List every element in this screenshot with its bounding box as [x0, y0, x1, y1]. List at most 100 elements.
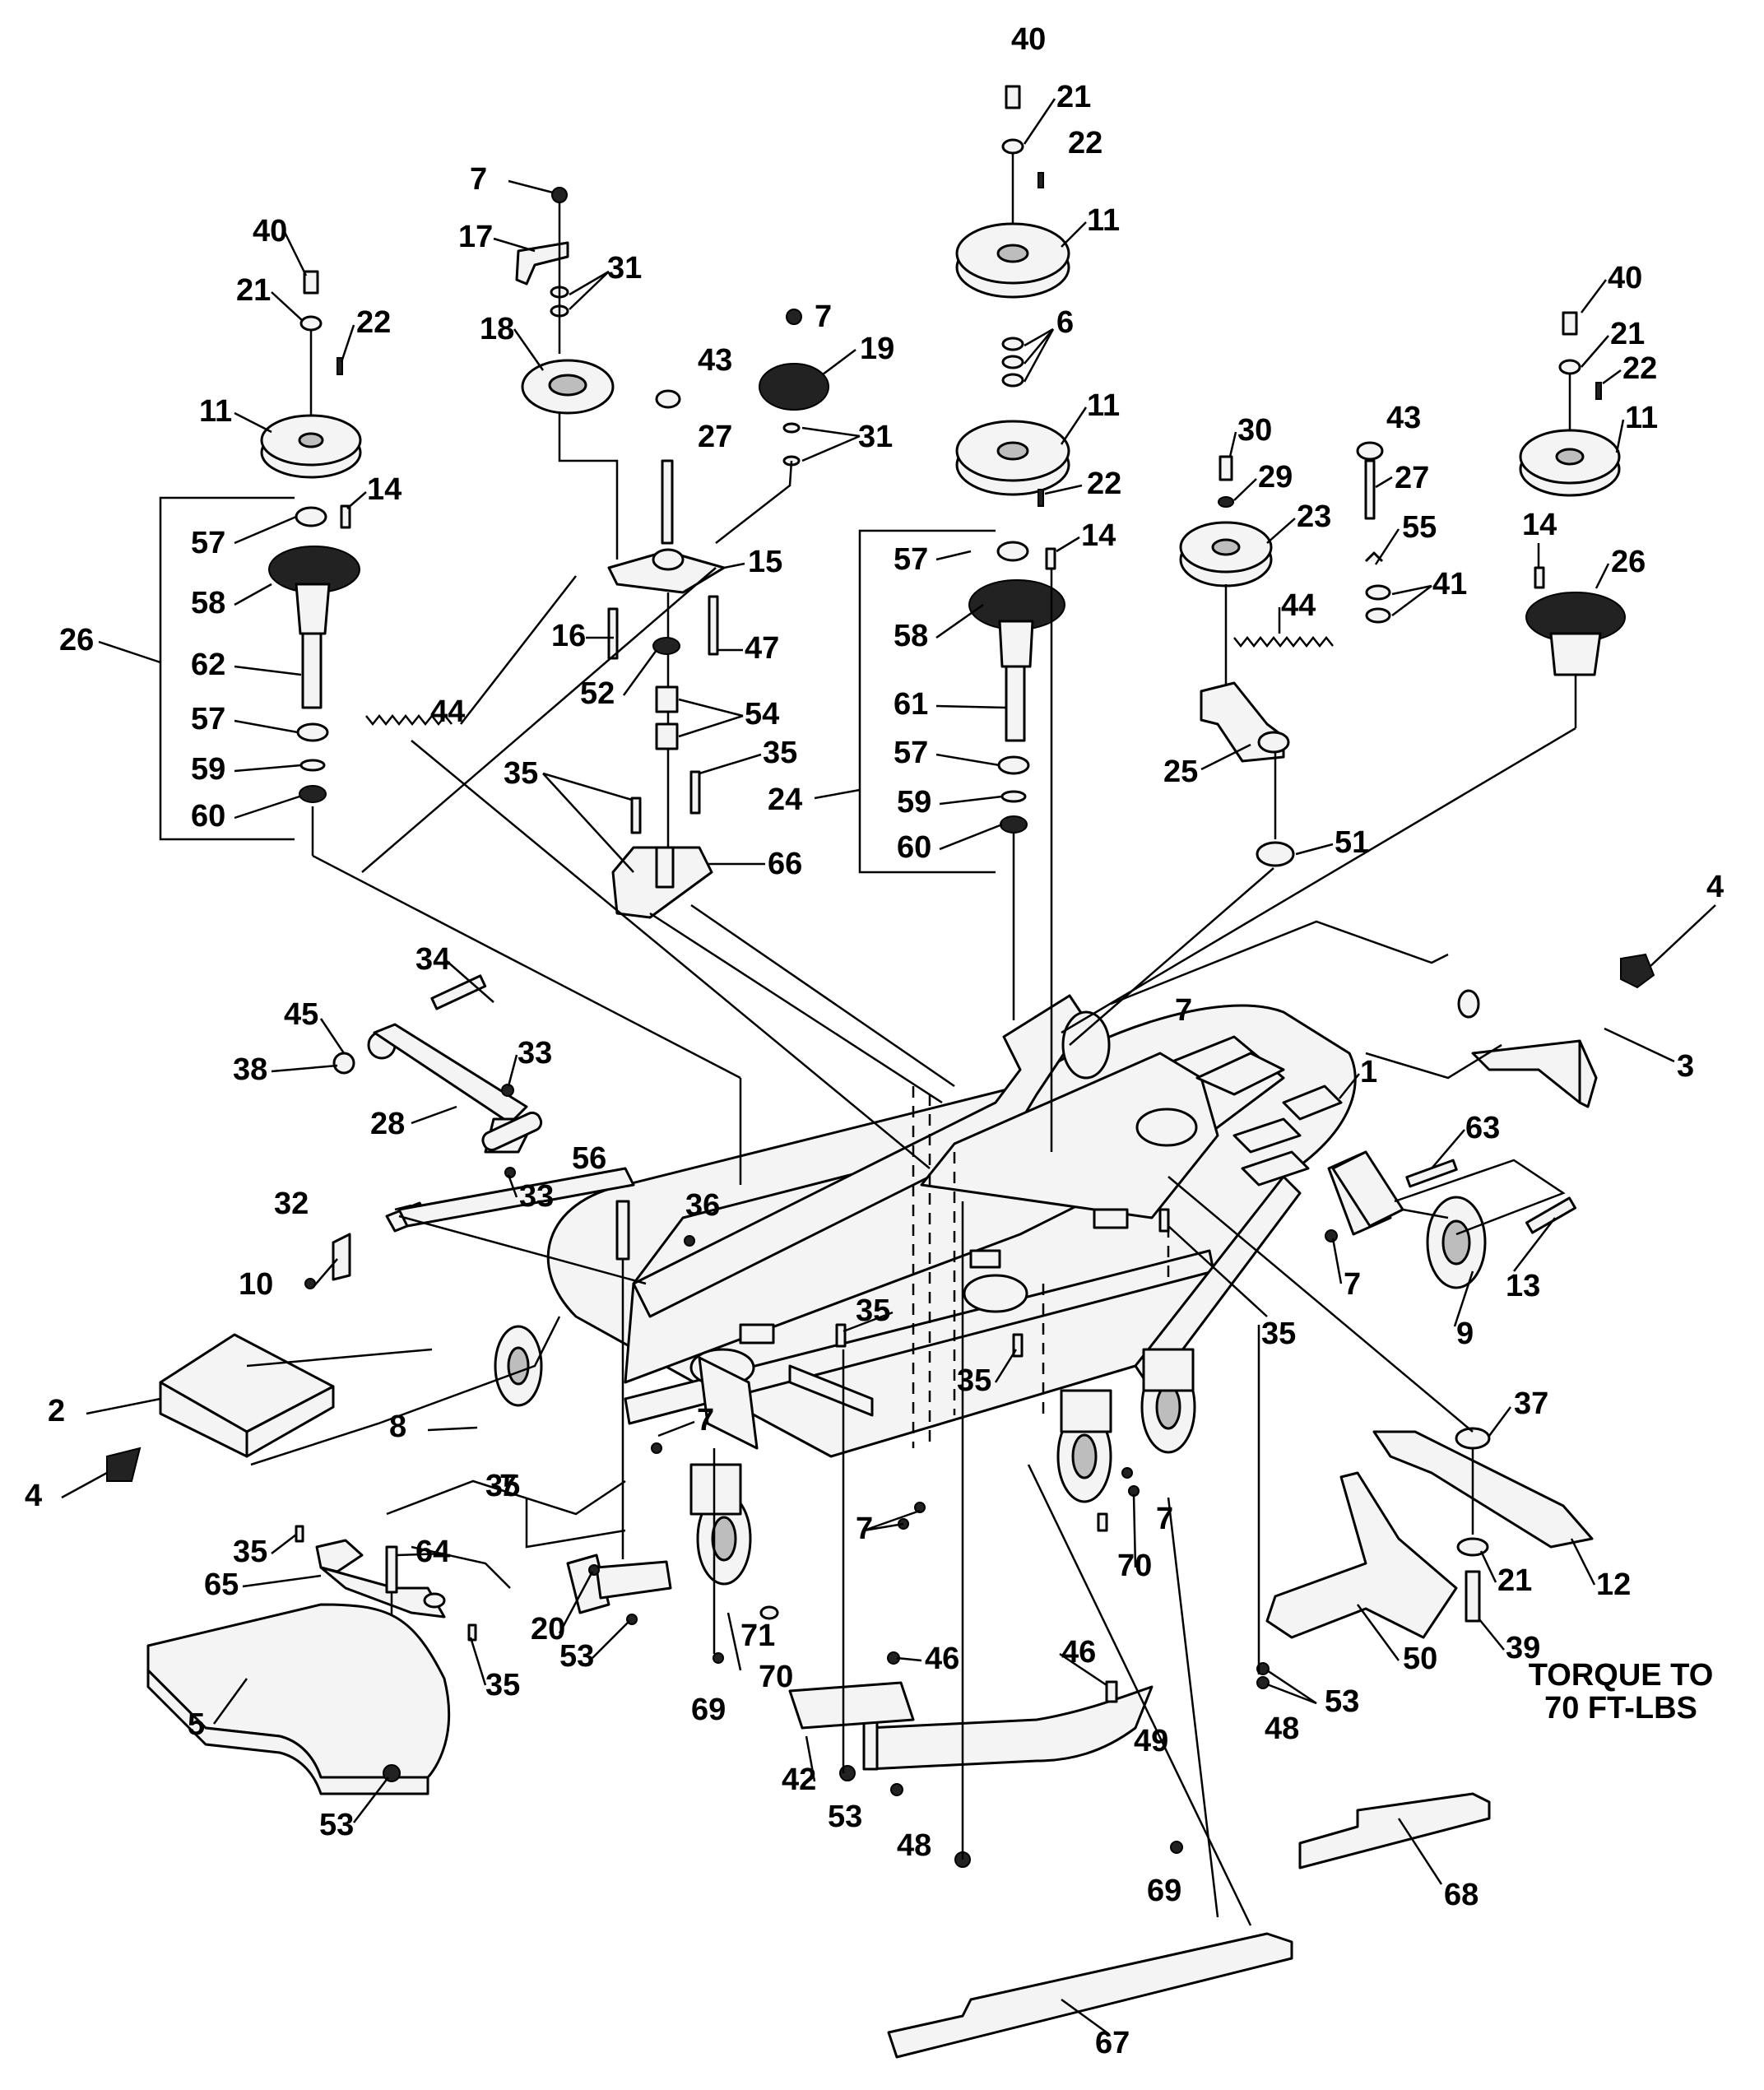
callout: 41: [1432, 567, 1467, 601]
callout: 52: [580, 676, 615, 711]
callout: 47: [745, 631, 779, 666]
baffle-49-50-group: [788, 1471, 1458, 1796]
callout: 67: [1095, 2026, 1130, 2060]
callout: 21: [1497, 1563, 1532, 1598]
callout: 25: [1163, 755, 1198, 789]
callout: 35: [856, 1293, 890, 1328]
idler-pulley-18-group: [515, 187, 615, 415]
callout: 44: [1281, 588, 1316, 623]
torque-note-line-2: 70 FT-LBS: [1544, 1691, 1697, 1725]
callout: 64: [415, 1535, 450, 1569]
callout: 44: [430, 694, 465, 729]
callout: 57: [894, 736, 928, 770]
callout: 16: [551, 619, 586, 653]
callout: 12: [1596, 1568, 1631, 1602]
discharge-chute-5: [146, 1603, 450, 1795]
callout: 35: [504, 756, 538, 791]
callout: 11: [1087, 203, 1120, 238]
callout: 70: [759, 1660, 793, 1694]
callout: 22: [1622, 351, 1657, 386]
callout: 45: [284, 997, 318, 1032]
callout: 14: [367, 472, 402, 507]
callout: 14: [1081, 518, 1116, 553]
callout: 57: [191, 702, 225, 736]
callout: 7: [697, 1403, 714, 1437]
callout: 38: [233, 1052, 267, 1087]
callout: 13: [1506, 1269, 1540, 1303]
callout: 36: [685, 1188, 720, 1223]
callout: 34: [415, 942, 450, 977]
callout: 46: [1061, 1635, 1096, 1670]
callout: 55: [1402, 510, 1437, 545]
callout: 65: [204, 1568, 239, 1602]
callout: 35: [233, 1535, 267, 1569]
center-spindle-assembly: [955, 85, 1070, 1152]
callout: 26: [1611, 545, 1646, 579]
callout: 43: [1386, 401, 1421, 435]
callout: 35: [763, 736, 797, 770]
callout: 4: [1706, 870, 1724, 904]
callout: 49: [1134, 1724, 1168, 1758]
callout: 23: [1297, 499, 1331, 534]
callout: 71: [740, 1619, 775, 1653]
callout: 28: [370, 1107, 405, 1141]
callout: 58: [894, 619, 928, 653]
baffle-2-group: [106, 1333, 433, 1482]
callout: 62: [191, 648, 225, 682]
callout: 43: [698, 343, 732, 378]
callout: 48: [897, 1828, 931, 1863]
callout: 40: [253, 214, 287, 248]
callout: 17: [458, 220, 493, 254]
callout-leaders: [61, 98, 1716, 2034]
assembly-brackets: [159, 496, 996, 874]
callout: 37: [1514, 1386, 1548, 1421]
callout: 39: [1506, 1631, 1540, 1665]
callout: 50: [1403, 1642, 1437, 1676]
callout: 7: [470, 162, 487, 197]
callout: 30: [1237, 413, 1272, 448]
callout: 7: [1175, 993, 1192, 1028]
callout: 61: [894, 687, 928, 722]
callout: 46: [925, 1642, 959, 1676]
left-spindle-assembly: [260, 270, 362, 803]
callout: 66: [768, 847, 802, 881]
callout: 54: [745, 697, 779, 732]
callout: 27: [1395, 461, 1429, 495]
pulley-19-group: [759, 309, 829, 467]
callout: 7: [499, 1469, 517, 1503]
callout: 7: [856, 1512, 873, 1546]
callout: 22: [1087, 467, 1121, 501]
callout: 3: [1677, 1049, 1694, 1084]
callout: 1: [1360, 1055, 1377, 1089]
callout: 53: [828, 1800, 862, 1834]
callout: 7: [815, 300, 832, 334]
mower-deck: [546, 994, 1357, 1458]
callout: 53: [1325, 1684, 1359, 1719]
callout: 59: [897, 785, 931, 820]
callout: 68: [1444, 1878, 1479, 1912]
callout: 31: [607, 251, 642, 286]
callout: 42: [782, 1763, 816, 1797]
callout: 26: [59, 623, 94, 657]
callout: 53: [319, 1808, 354, 1842]
callout: 21: [236, 273, 271, 308]
callout: 51: [1335, 825, 1369, 860]
rubber-flaps: [713, 1652, 1491, 2059]
callout: 56: [572, 1141, 606, 1176]
callout: 33: [519, 1179, 554, 1214]
leader-lines: [250, 411, 1502, 1926]
callout: 35: [485, 1469, 520, 1503]
right-side-parts: [1325, 953, 1655, 1242]
callout: 69: [691, 1693, 726, 1727]
callout: 35: [957, 1363, 991, 1398]
callout: 63: [1465, 1111, 1500, 1145]
callout: 10: [239, 1267, 273, 1302]
right-spindle-assembly: [1061, 311, 1626, 1034]
torque-note-line-1: TORQUE TO: [1528, 1658, 1714, 1693]
callout: 11: [199, 394, 232, 429]
callout: 27: [698, 420, 732, 454]
callout: 35: [1261, 1317, 1296, 1351]
callout: 57: [894, 542, 928, 577]
callout: 8: [389, 1410, 406, 1444]
callout: 60: [191, 799, 225, 834]
